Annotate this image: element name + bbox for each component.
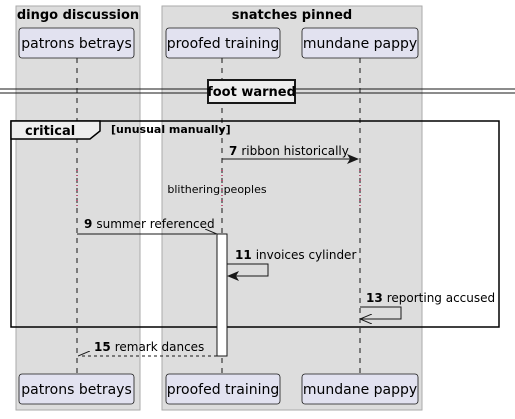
- message-label: 13 reporting accused: [366, 291, 495, 305]
- message-9[interactable]: 9 summer referenced: [77, 217, 216, 235]
- participant-label: proofed training: [167, 36, 280, 52]
- message-13[interactable]: 13 reporting accused: [360, 291, 495, 319]
- message-number: 11: [235, 248, 252, 262]
- message-number: 15: [94, 340, 111, 354]
- participant-proofed-training-bottom[interactable]: proofed training: [165, 373, 281, 405]
- fragment-guard: [unusual manually]: [111, 123, 231, 136]
- delay-dots: [76, 170, 361, 210]
- message-number: 13: [366, 291, 383, 305]
- fragment-operator: critical: [25, 124, 75, 139]
- participant-label: patrons betrays: [21, 382, 132, 398]
- participant-proofed-training-top[interactable]: proofed training: [165, 27, 281, 59]
- divider-foot-warned: foot warned: [0, 79, 515, 104]
- divider-label: foot warned: [207, 85, 296, 100]
- box-title: dingo discussion: [17, 8, 139, 23]
- message-label: 7 ribbon historically: [229, 144, 349, 158]
- activation-bar: [216, 233, 228, 357]
- message-label: 11 invoices cylinder: [235, 248, 356, 262]
- participant-label: patrons betrays: [21, 36, 132, 52]
- message-15[interactable]: 15 remark dances: [79, 340, 217, 357]
- message-text: ribbon historically: [241, 144, 349, 158]
- participant-label: mundane pappy: [303, 36, 417, 52]
- message-7[interactable]: 7 ribbon historically: [222, 144, 359, 164]
- message-number: 7: [229, 144, 237, 158]
- message-text: remark dances: [115, 340, 205, 354]
- delay-label: blithering peoples: [167, 183, 266, 196]
- message-number: 9: [84, 217, 92, 231]
- message-label: 9 summer referenced: [84, 217, 215, 231]
- message-text: summer referenced: [96, 217, 214, 231]
- message-11[interactable]: 11 invoices cylinder: [227, 248, 356, 281]
- message-label: 15 remark dances: [94, 340, 204, 354]
- box-snatches-pinned: snatches pinned: [161, 5, 423, 411]
- participant-label: mundane pappy: [303, 382, 417, 398]
- box-dingo-discussion: dingo discussion: [15, 5, 141, 411]
- participant-patrons-betrays-top[interactable]: patrons betrays: [18, 27, 135, 59]
- participant-label: proofed training: [167, 382, 280, 398]
- message-text: invoices cylinder: [256, 248, 357, 262]
- message-text: reporting accused: [387, 291, 495, 305]
- box-title: snatches pinned: [232, 8, 352, 23]
- fragment-critical: critical [unusual manually]: [10, 120, 500, 328]
- participant-patrons-betrays-bottom[interactable]: patrons betrays: [18, 373, 135, 405]
- participant-mundane-pappy-bottom[interactable]: mundane pappy: [301, 373, 419, 405]
- participant-mundane-pappy-top[interactable]: mundane pappy: [301, 27, 419, 59]
